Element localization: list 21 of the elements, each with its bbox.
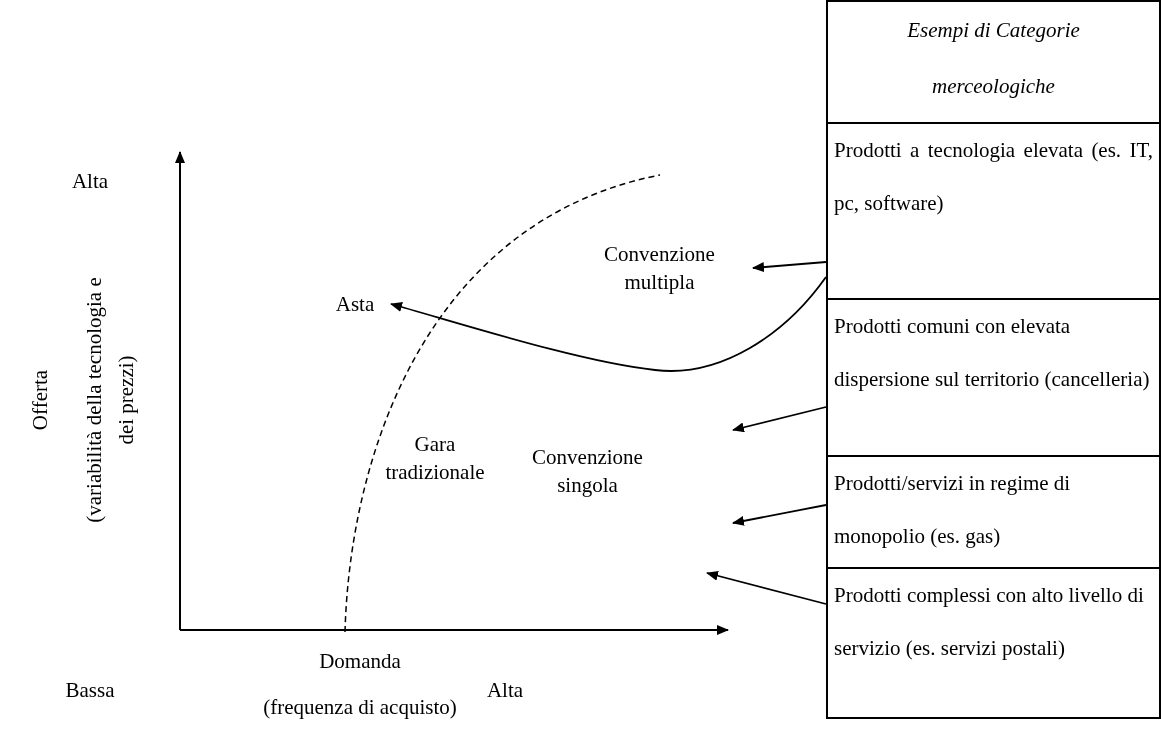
region-label: Gara tradizionale [370, 430, 500, 486]
axis-label: Alta [485, 677, 525, 704]
table-cell: Prodotti/servizi in regime di monopolio (es. gas) [826, 455, 1161, 569]
table-cell: Prodotti a tecnologia elevata (es. IT, pc, software) [826, 122, 1161, 300]
arrow [706, 570, 827, 605]
axis-label: Bassa [64, 677, 116, 704]
arrow [732, 406, 827, 433]
table-cell: Prodotti complessi con alto livello di servizio (es. servizi postali) [826, 567, 1161, 719]
region-label: Convenzione multipla [572, 240, 747, 296]
axis-subtitle: (frequenza di acquisto) [262, 694, 458, 721]
arrow [732, 504, 827, 526]
axis-title: Offerta [27, 368, 53, 433]
axis-subtitle: (variabilità della tecnologia e dei prezzi) [81, 276, 139, 525]
axis-title: Domanda [318, 648, 402, 675]
region-label: Asta [325, 290, 385, 318]
arrow [752, 261, 827, 273]
region-label: Convenzione singola [500, 443, 675, 499]
arrow [390, 276, 827, 372]
table-cell: Prodotti comuni con elevata dispersione sul territorio (cancelleria) [826, 298, 1161, 457]
table-header-cell: Esempi di Categorie merceologiche [826, 0, 1161, 124]
axis-label: Alta [70, 168, 110, 195]
